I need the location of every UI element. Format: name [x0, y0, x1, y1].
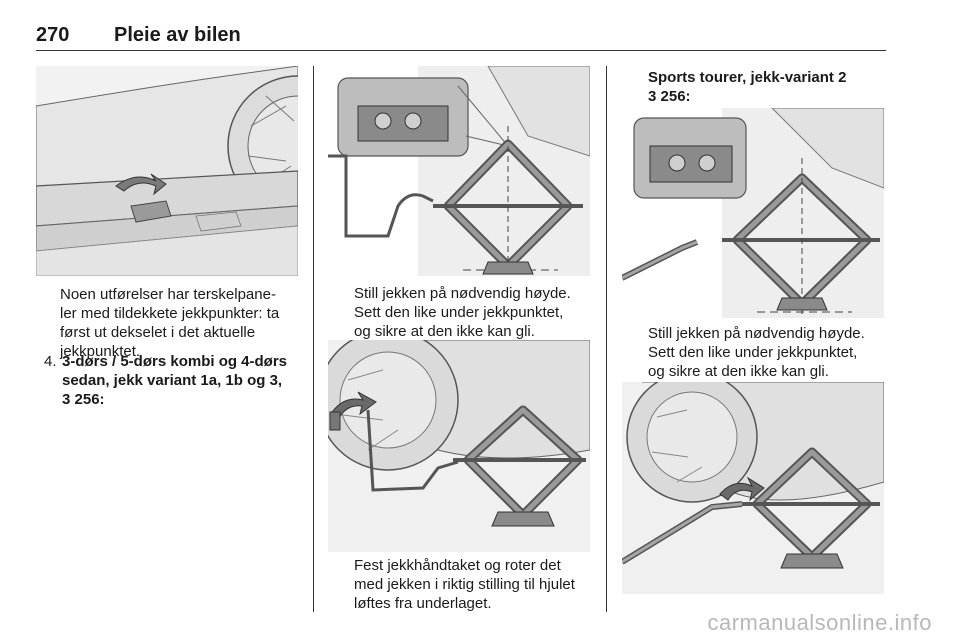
list-line: sedan, jekk variant 1a, 1b og 3,	[62, 372, 283, 389]
caption-line: jekkpunktet.	[60, 343, 141, 360]
watermark: carmanualsonline.info	[707, 610, 932, 635]
caption-line: med jekken i riktig stilling til hjulet	[354, 576, 575, 593]
col3-heading: Sports tourer, jekk-variant 2 3 256:	[648, 68, 883, 106]
reference-arrow-icon: 3	[62, 391, 71, 408]
page-header: 270 Pleie av bilen	[36, 24, 886, 50]
reference-page: 256:	[660, 88, 691, 105]
caption-line: og sikre at den ikke kan gli.	[354, 323, 535, 340]
caption-line: Still jekken på nødvendig høyde.	[648, 325, 865, 342]
caption-line: og sikre at den ikke kan gli.	[648, 363, 829, 380]
column-divider-1	[313, 66, 314, 612]
illustration-sill-cover	[36, 66, 298, 276]
illustration-tourer-jack-position	[622, 108, 884, 318]
caption-line: Sett den like under jekkpunktet,	[648, 344, 858, 361]
caption-line: Noen utførelser har terskelpane-	[60, 286, 276, 303]
illustration-jack-position	[328, 66, 590, 276]
caption-line: ler med tildekkete jekkpunkter: ta	[60, 305, 280, 322]
caption-line: Still jekken på nødvendig høyde.	[354, 285, 571, 302]
caption-line: først ut dekselet i det aktuelle	[60, 324, 256, 341]
chapter-title: Pleie av bilen	[114, 24, 241, 46]
caption-line: Fest jekkhåndtaket og roter det	[354, 557, 561, 574]
caption-line: Sett den like under jekkpunktet,	[354, 304, 564, 321]
col2-caption-1: Still jekken på nødvendig høyde. Sett de…	[354, 284, 599, 341]
page-number: 270	[36, 24, 70, 46]
caption-line: løftes fra underlaget.	[354, 595, 492, 612]
column-divider-2	[606, 66, 607, 612]
illustration-tourer-jack-crank	[622, 382, 884, 594]
col1-caption: Noen utførelser har terskelpane- ler med…	[60, 285, 305, 361]
tourer-jack-crank-drawing	[622, 382, 884, 594]
col2-caption-2: Fest jekkhåndtaket og roter det med jekk…	[354, 556, 599, 613]
reference-arrow-icon: 3	[648, 88, 657, 105]
illustration-jack-crank	[328, 340, 590, 552]
jack-crank-drawing	[328, 340, 590, 552]
list-text: 3-dørs / 5-dørs kombi og 4-dørs sedan, j…	[62, 352, 302, 409]
page-reference[interactable]: 3 256:	[648, 87, 883, 106]
heading-line: Sports tourer, jekk-variant 2	[648, 69, 847, 86]
sill-cover-drawing	[36, 66, 298, 276]
header-rule	[36, 50, 886, 51]
reference-page: 256:	[74, 391, 105, 408]
col3-caption: Still jekken på nødvendig høyde. Sett de…	[648, 324, 888, 381]
list-line: 3-dørs / 5-dørs kombi og 4-dørs	[62, 353, 288, 370]
page-reference[interactable]: 3 256:	[62, 390, 302, 409]
jack-position-drawing	[328, 66, 590, 276]
list-number: 4.	[44, 353, 57, 370]
tourer-jack-position-drawing	[622, 108, 884, 318]
